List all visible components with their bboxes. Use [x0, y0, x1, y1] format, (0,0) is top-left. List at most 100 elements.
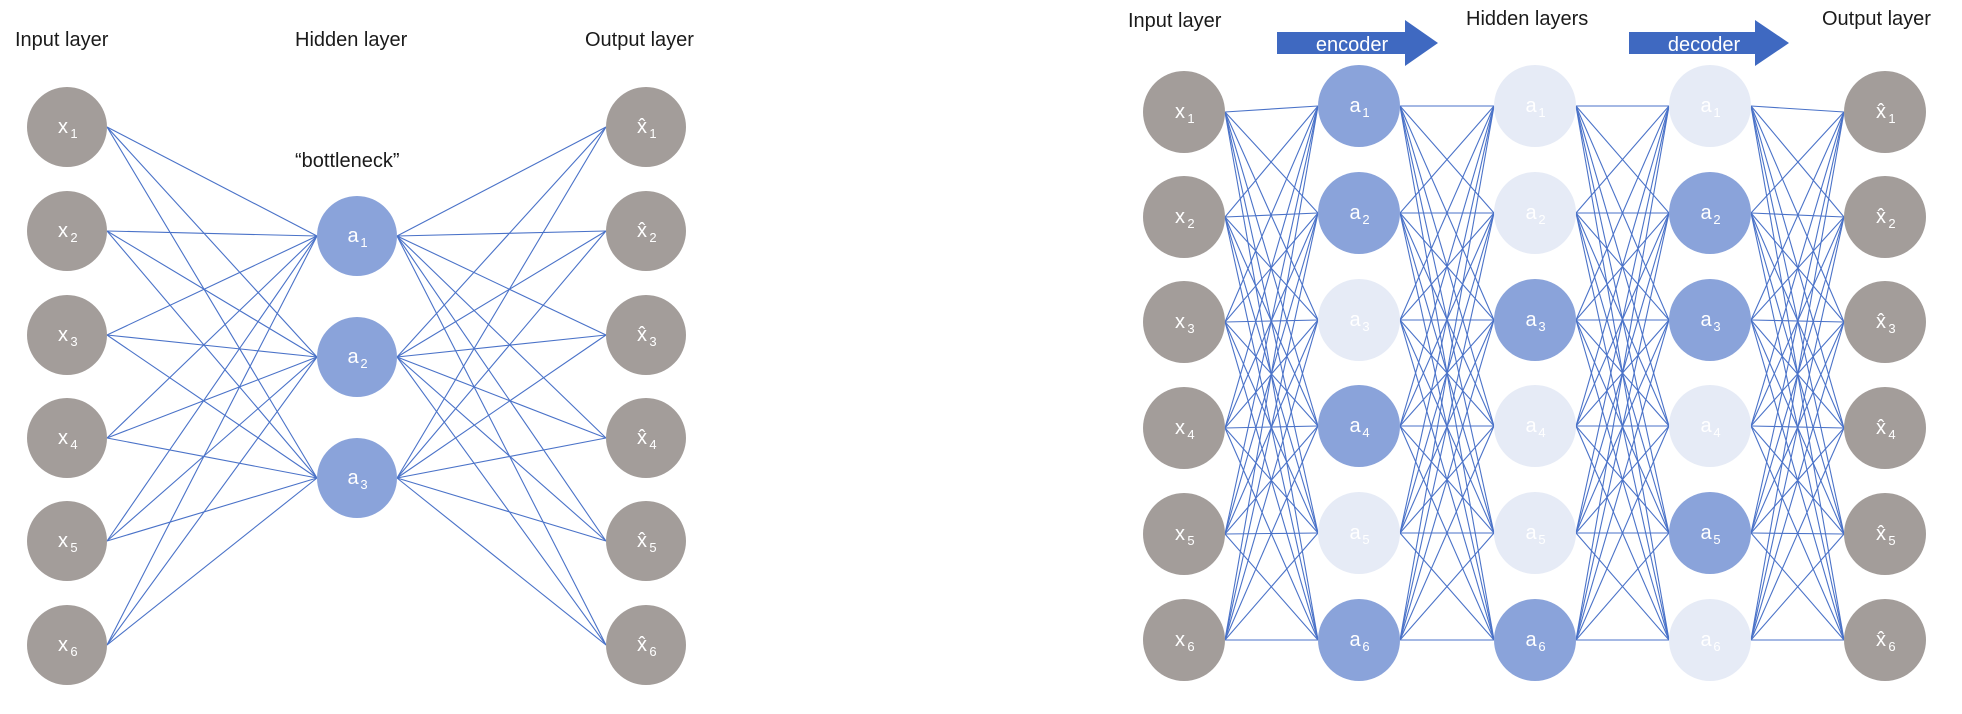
left-output-node-2-subscript: 2: [649, 230, 656, 245]
right-edge-layer-4-node-5-to-1: [1750, 111, 1845, 534]
right-edge-layer-2-node-6-to-1: [1399, 105, 1495, 641]
right-edge-layer-3-node-6-to-2: [1575, 212, 1670, 641]
left-output-node-6-label: x̂: [637, 634, 647, 656]
left-input-node-5-subscript: 5: [70, 540, 77, 555]
right-hidden-layer-1-node-5-subscript: 5: [1362, 532, 1369, 547]
left-edge-input-2-hidden-3: [106, 230, 318, 479]
right-edge-layer-4-node-6-to-5: [1750, 533, 1845, 641]
left-hidden-node-2-subscript: 2: [360, 356, 367, 371]
left-edge-hidden-1-output-1: [396, 126, 607, 237]
right-edge-layer-1-node-5-to-1: [1224, 105, 1319, 535]
left-input-node-4-label: x: [58, 427, 68, 449]
left-input-node-2-circle: [27, 191, 107, 271]
right-edge-layer-3-node-6-to-4: [1575, 425, 1670, 641]
right-input-node-5-label: x: [1175, 523, 1185, 545]
left-output-node-2: x̂2: [606, 191, 686, 271]
right-edge-layer-4-node-1-to-2: [1750, 105, 1845, 218]
right-input-node-5-subscript: 5: [1187, 533, 1194, 548]
left-input-node-1-label: x: [58, 116, 68, 138]
right-input-node-6-circle: [1143, 599, 1225, 681]
right-edge-layer-2-node-3-to-1: [1399, 105, 1495, 321]
left-hidden-layer-heading: Hidden layer: [295, 29, 408, 51]
right-output-node-2-circle: [1844, 176, 1926, 258]
right-edge-layer-1-node-2-to-1: [1224, 105, 1319, 218]
left-output-node-1: x̂1: [606, 87, 686, 167]
right-hidden-layer-3-node-3-label: a: [1700, 309, 1712, 331]
right-output-node-5-label: x̂: [1876, 523, 1886, 545]
left-edge-input-5-hidden-1: [106, 235, 318, 542]
right-hidden-layer-2-node-5-subscript: 5: [1538, 532, 1545, 547]
left-input-node-5-circle: [27, 501, 107, 581]
right-hidden-layer-1-node-4-subscript: 4: [1362, 425, 1369, 440]
left-edge-input-4-hidden-1: [106, 235, 318, 439]
right-hidden-layer-3-node-4-label: a: [1700, 415, 1712, 437]
left-hidden-node-1-label: a: [347, 225, 359, 247]
right-hidden-layer-2-node-6-subscript: 6: [1538, 639, 1545, 654]
right-edge-layer-2-node-2-to-1: [1399, 105, 1495, 214]
left-output-node-3-subscript: 3: [649, 334, 656, 349]
right-hidden-layer-3-node-2-circle: [1669, 172, 1751, 254]
right-edge-layer-4-node-6-to-1: [1750, 111, 1845, 641]
left-edge-hidden-1-output-6: [396, 235, 607, 646]
left-edge-input-5-hidden-2: [106, 356, 318, 542]
left-input-node-2-subscript: 2: [70, 230, 77, 245]
right-output-node-1-label: x̂: [1876, 101, 1886, 123]
left-hidden-node-3-subscript: 3: [360, 477, 367, 492]
right-input-node-6-label: x: [1175, 629, 1185, 651]
left-edge-hidden-1-output-4: [396, 235, 607, 439]
left-edge-input-1-hidden-2: [106, 126, 318, 358]
right-edge-layer-1-node-4-to-1: [1224, 105, 1319, 429]
right-hidden-layer-2-node-2-subscript: 2: [1538, 212, 1545, 227]
left-edge-hidden-2-output-5: [396, 356, 607, 542]
right-output-node-2: x̂2: [1844, 176, 1926, 258]
right-edge-layer-1-node-6-to-4: [1224, 425, 1319, 641]
right-hidden-layer-2-node-3-subscript: 3: [1538, 319, 1545, 334]
right-hidden-layer-3-node-5-label: a: [1700, 522, 1712, 544]
left-edge-input-3-hidden-2: [106, 334, 318, 358]
left-edge-input-4-hidden-2: [106, 356, 318, 439]
right-hidden-layer-1-node-4-label: a: [1349, 415, 1361, 437]
left-edge-hidden-3-output-5: [396, 477, 607, 542]
decoder-arrow-shape: [1629, 20, 1789, 66]
right-hidden-layer-1-node-5-circle: [1318, 492, 1400, 574]
left-output-node-5: x̂5: [606, 501, 686, 581]
right-hidden-layer-1-node-3-subscript: 3: [1362, 319, 1369, 334]
right-edge-layer-2-node-6-to-2: [1399, 212, 1495, 641]
left-edge-input-3-hidden-3: [106, 334, 318, 479]
right-output-node-4: x̂4: [1844, 387, 1926, 469]
right-edge-layer-3-node-4-to-1: [1575, 105, 1670, 427]
right-input-node-1-subscript: 1: [1187, 111, 1194, 126]
left-input-node-6-subscript: 6: [70, 644, 77, 659]
right-hidden-layer-2-node-6-label: a: [1525, 629, 1537, 651]
right-hidden-layer-2-node-4-label: a: [1525, 415, 1537, 437]
right-hidden-layer-1-node-1-subscript: 1: [1362, 105, 1369, 120]
right-output-node-5-subscript: 5: [1888, 533, 1895, 548]
right-output-node-1-circle: [1844, 71, 1926, 153]
left-input-node-1-circle: [27, 87, 107, 167]
left-hidden-node-2-label: a: [347, 346, 359, 368]
right-output-node-2-subscript: 2: [1888, 216, 1895, 231]
decoder-arrow: decoder: [1629, 20, 1789, 66]
right-hidden-layer-3-node-1-label: a: [1700, 95, 1712, 117]
right-output-node-3-label: x̂: [1876, 311, 1886, 333]
right-hidden-layer-2-node-2-circle: [1494, 172, 1576, 254]
right-hidden-layer-1-node-6-circle: [1318, 599, 1400, 681]
left-hidden-node-2-circle: [317, 317, 397, 397]
right-edge-layer-1-node-3-to-1: [1224, 105, 1319, 323]
right-hidden-layer-2-node-1-label: a: [1525, 95, 1537, 117]
